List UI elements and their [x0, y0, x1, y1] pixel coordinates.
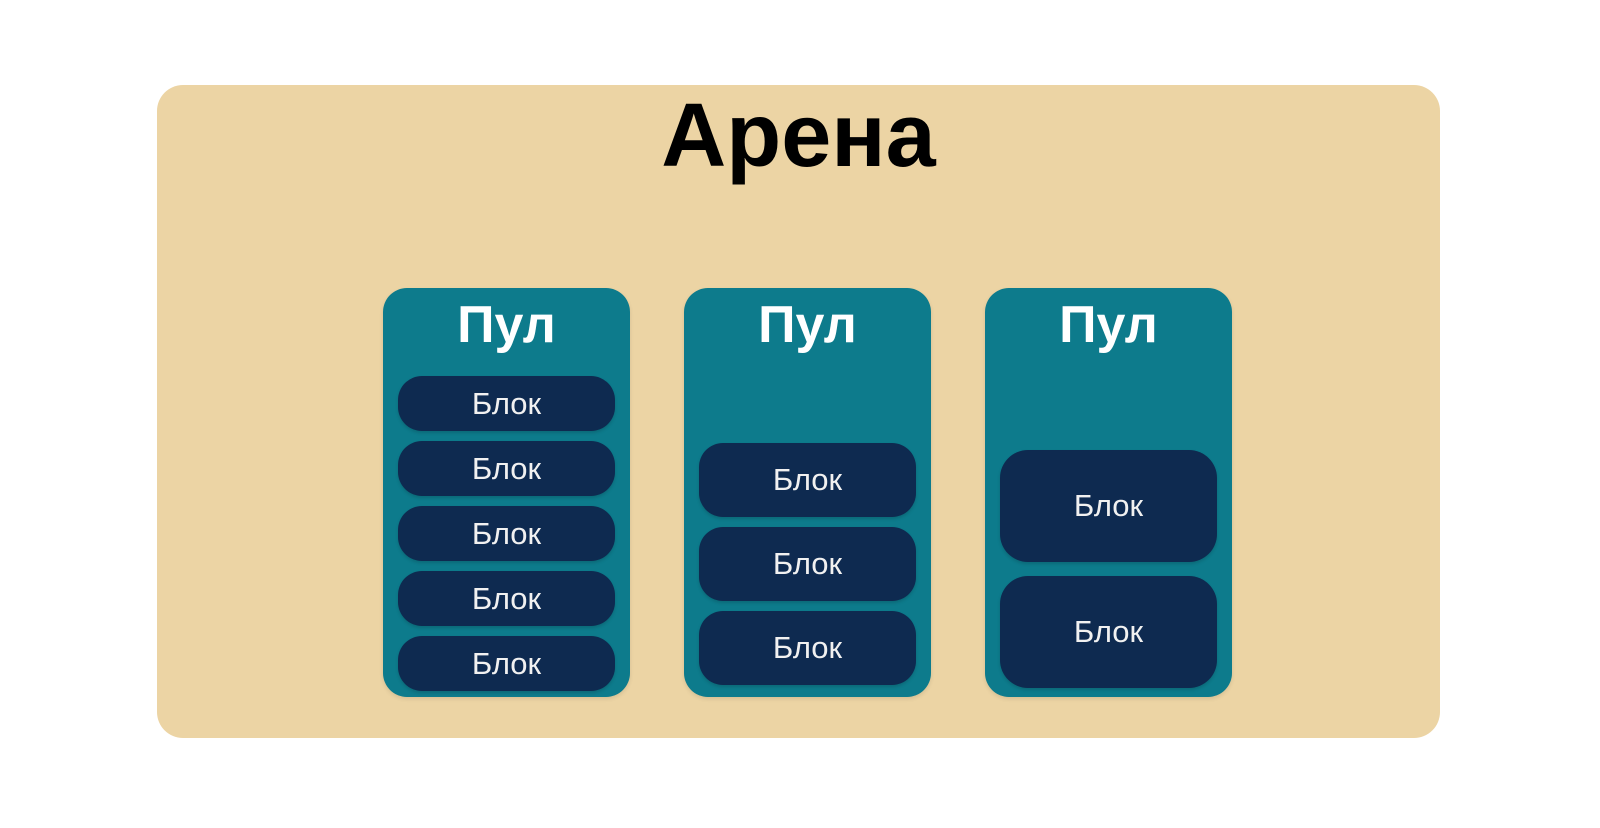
block: Блок — [1000, 450, 1217, 562]
arena-title: Арена — [661, 86, 936, 186]
block: Блок — [398, 441, 615, 496]
pool-3-title: Пул — [1059, 296, 1158, 354]
pool-1-title: Пул — [457, 296, 556, 354]
pool-2-title: Пул — [758, 296, 857, 354]
block: Блок — [398, 506, 615, 561]
pool-3-blocks: Блок Блок — [985, 356, 1232, 697]
block: Блок — [699, 443, 916, 517]
block: Блок — [699, 527, 916, 601]
block: Блок — [398, 636, 615, 691]
pool-2-blocks: Блок Блок Блок — [684, 356, 931, 697]
block: Блок — [699, 611, 916, 685]
pool-2: Пул Блок Блок Блок — [684, 288, 931, 697]
pool-3: Пул Блок Блок — [985, 288, 1232, 697]
block: Блок — [398, 376, 615, 431]
block: Блок — [1000, 576, 1217, 688]
block: Блок — [398, 571, 615, 626]
pool-1: Пул Блок Блок Блок Блок Блок — [383, 288, 630, 697]
pool-1-blocks: Блок Блок Блок Блок Блок — [383, 356, 630, 697]
arena-container: Арена Пул Блок Блок Блок Блок Блок Пул Б… — [157, 85, 1440, 738]
pools-row: Пул Блок Блок Блок Блок Блок Пул Блок Бл… — [383, 288, 1232, 697]
